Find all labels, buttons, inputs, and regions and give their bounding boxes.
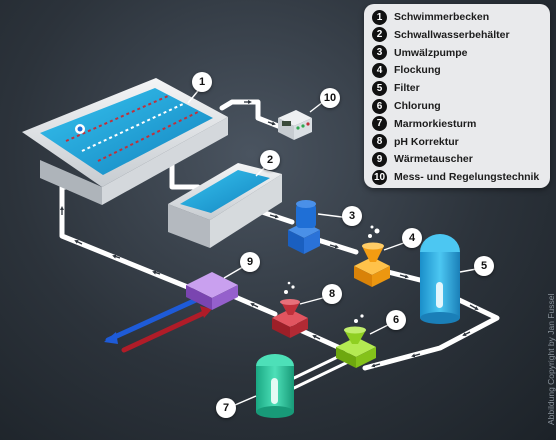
legend-item: 9 Wärmetauscher xyxy=(372,150,473,168)
legend-label: Umwälzpumpe xyxy=(394,46,468,59)
callout-pool: 1 xyxy=(192,72,212,92)
legend-item: 1 Schwimmerbecken xyxy=(372,8,489,26)
legend-label: Mess- und Regelungstechnik xyxy=(394,171,540,184)
legend-label: Schwimmerbecken xyxy=(394,11,490,23)
legend-item: 5 Filter xyxy=(372,79,420,97)
callout-heat-exchanger: 9 xyxy=(240,252,260,272)
pipe-pump-to-flocculation xyxy=(315,237,359,255)
cold-pipe-arrow xyxy=(104,332,118,344)
legend-number: 4 xyxy=(372,62,387,78)
callout-filter: 5 xyxy=(474,256,494,276)
callout-marble-tower: 7 xyxy=(216,398,236,418)
legend-number: 3 xyxy=(372,45,387,61)
legend-number: 2 xyxy=(372,27,387,43)
hot-pipe xyxy=(121,309,209,353)
chlorination-unit xyxy=(336,314,376,368)
legend-item: 3 Umwälzpumpe xyxy=(372,44,468,62)
pipe-heat-to-pool xyxy=(59,184,193,291)
legend-label: Marmorkiesturm xyxy=(394,117,477,130)
legend-label: Flockung xyxy=(394,64,441,77)
marble-tower xyxy=(256,354,294,418)
circulation-pump xyxy=(288,200,320,254)
legend-label: Schwallwasserbehälter xyxy=(394,28,510,41)
legend-number: 6 xyxy=(372,98,387,114)
legend-item: 7 Marmorkiesturm xyxy=(372,115,476,133)
surge-tank xyxy=(168,163,282,248)
callout-pump: 3 xyxy=(342,206,362,226)
legend-number: 9 xyxy=(372,151,387,167)
callout-ph-correction: 8 xyxy=(322,284,342,304)
flocculation-unit xyxy=(354,225,390,287)
legend-item: 8 pH Korrektur xyxy=(372,133,459,151)
hot-pipe-arrow xyxy=(200,306,212,318)
legend-label: pH Korrektur xyxy=(394,135,459,148)
legend-item: 2 Schwallwasserbehälter xyxy=(372,26,510,44)
legend-item: 4 Flockung xyxy=(372,61,441,79)
control-unit xyxy=(278,110,312,140)
legend-number: 5 xyxy=(372,80,387,96)
legend-number: 8 xyxy=(372,134,387,150)
heat-exchanger xyxy=(186,272,238,310)
heat-exchanger-pipes xyxy=(104,297,212,353)
pool xyxy=(22,78,228,205)
callout-surge-tank: 2 xyxy=(260,150,280,170)
legend-number: 10 xyxy=(372,169,387,185)
copyright-text: Abbildung Copyright by Jan Fussel xyxy=(546,293,556,425)
filter-tank xyxy=(420,234,460,324)
legend-label: Wärmetauscher xyxy=(394,153,473,166)
legend-number: 1 xyxy=(372,9,387,25)
pipe-marble-2 xyxy=(292,360,350,390)
legend-label: Chlorung xyxy=(394,100,441,112)
legend-item: 10 Mess- und Regelungstechnik xyxy=(372,168,539,186)
callout-flocculation: 4 xyxy=(402,228,422,248)
callout-control: 10 xyxy=(320,88,340,108)
pipe-control xyxy=(219,99,286,131)
flow-arrows xyxy=(60,100,479,368)
cold-pipe xyxy=(105,297,199,343)
legend-item: 6 Chlorung xyxy=(372,97,441,115)
legend-number: 7 xyxy=(372,116,387,132)
legend-label: Filter xyxy=(394,82,420,95)
callout-chlorination: 6 xyxy=(386,310,406,330)
ph-correction-unit xyxy=(272,281,308,338)
